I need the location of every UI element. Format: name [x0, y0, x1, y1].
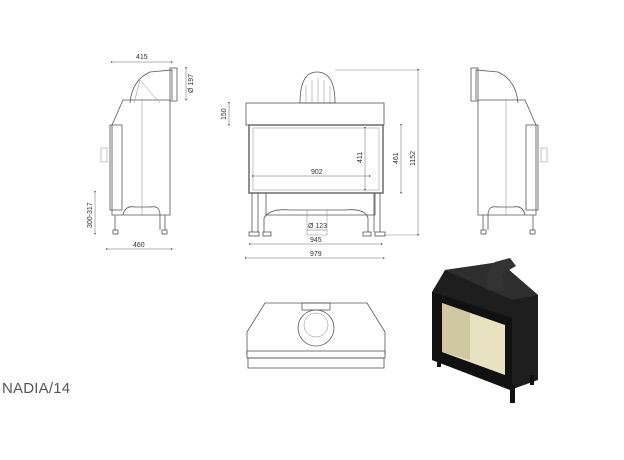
dim-door-height: 461 [393, 152, 400, 164]
dim-leg-height: 300-317 [87, 202, 94, 228]
dim-glass-width: 902 [311, 169, 323, 176]
dim-flue-diameter: Ø 197 [188, 74, 195, 93]
fireplace-3d-render [432, 258, 538, 403]
dim-total-height: 1152 [410, 151, 417, 166]
dim-air-inlet: Ø 123 [308, 223, 327, 230]
side-view-left: 415 Ø 197 300-317 460 [87, 54, 195, 250]
dim-top-height: 150 [221, 108, 228, 120]
front-view: 902 411 461 1152 150 Ø 123 945 979 [221, 69, 420, 259]
dim-total-width: 979 [310, 251, 322, 258]
bottom-view [246, 302, 386, 369]
dim-inner-width: 945 [310, 237, 322, 244]
side-view-right [470, 67, 548, 235]
dim-glass-height: 411 [357, 152, 364, 163]
dim-side-depth-top: 415 [136, 54, 148, 61]
dim-side-depth-bottom: 460 [133, 242, 145, 249]
model-name: NADIA/14 [2, 380, 71, 397]
